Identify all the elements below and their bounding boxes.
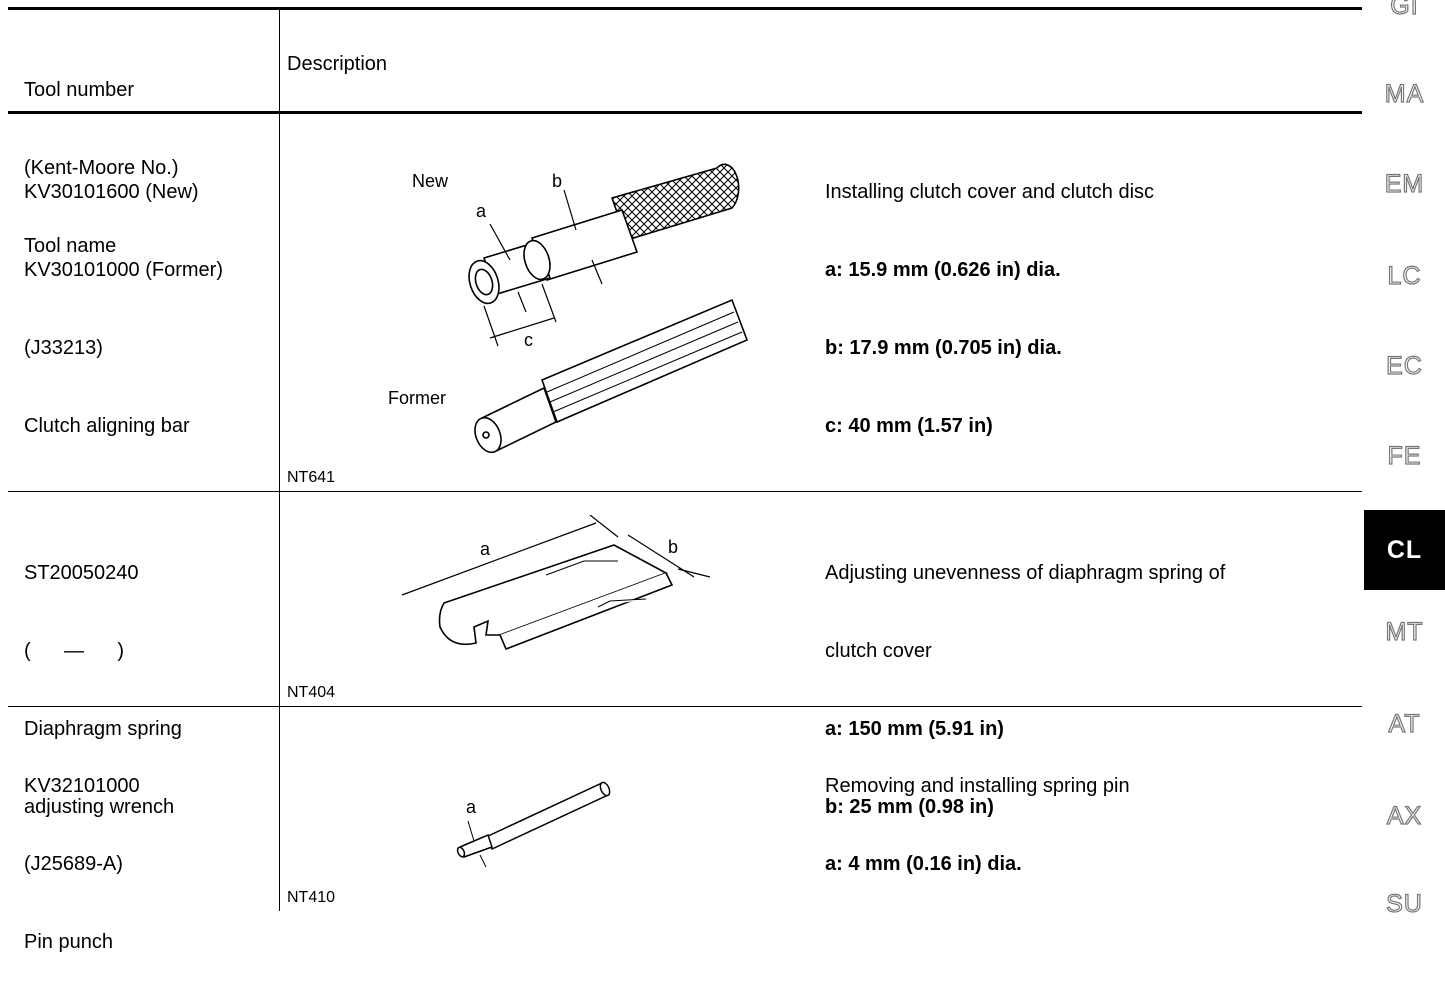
tool-cell: KV32101000 (J25689-A) Pin punch [24,721,140,1007]
label-b: b [668,537,678,557]
image-code: NT641 [287,469,336,486]
tool-name: Pin punch [24,931,113,953]
header-bottom-rule [8,111,1362,114]
tool-cell: ST20050240 ( — ) Diaphragm spring adjust… [24,508,182,872]
spec-line: c: 40 mm (1.57 in) [825,415,993,437]
label-b: b [552,171,562,191]
special-tools-table: Tool number (Kent-Moore No.) Tool name D… [8,0,1362,953]
tab-fe[interactable]: FE [1387,441,1422,470]
spec-line: b: 25 mm (0.98 in) [825,796,994,818]
image-code: NT410 [287,889,336,906]
row-divider [8,706,1362,707]
tab-cl[interactable]: CL [1364,510,1445,590]
kent-moore-number: ( — ) [24,640,124,662]
label-new: New [412,171,449,191]
dimension-lines [467,820,487,868]
header-tool-col: Tool number (Kent-Moore No.) Tool name [24,25,179,311]
dimension-lines [483,189,603,347]
tool-number: KV30101000 (Former) [24,259,223,281]
tab-gi[interactable]: GI [1390,0,1419,21]
description-text: Adjusting unevenness of diaphragm spring… [825,562,1226,584]
section-tabs: GI MA EM LC EC FE CL MT AT AX SU [1364,0,1445,919]
description-cell: Adjusting unevenness of diaphragm spring… [825,508,1225,872]
row-divider [8,491,1362,492]
tool-cell: KV30101600 (New) KV30101000 (Former) (J3… [24,127,223,491]
label-former: Former [388,388,446,408]
label-a: a [476,201,487,221]
tool-name: Diaphragm spring [24,718,182,740]
tool-name: adjusting wrench [24,796,175,818]
tab-lc[interactable]: LC [1387,261,1422,290]
punch-shape [456,781,611,858]
new-bar-shape [468,163,740,305]
tool-number: ST20050240 [24,562,139,584]
label-c: c [524,330,533,350]
image-code: NT404 [287,684,336,701]
spec-line: a: 150 mm (5.91 in) [825,718,1004,740]
diaphragm-spring-wrench-illustration: a b [401,515,711,651]
table-top-rule [8,7,1362,10]
tab-ma[interactable]: MA [1384,79,1425,108]
tab-ax[interactable]: AX [1386,801,1423,830]
tool-number: KV30101600 (New) [24,181,199,203]
spec-line: a: 15.9 mm (0.626 in) dia. [825,259,1061,281]
tab-su[interactable]: SU [1386,889,1423,918]
spec-line: a: 4 mm (0.16 in) dia. [825,853,1022,875]
dimension-lines [401,515,711,596]
label-a: a [466,797,477,817]
kent-moore-number: (J25689-A) [24,853,123,875]
description-cell: Removing and installing spring pin a: 4 … [825,721,1130,929]
tool-name: Clutch aligning bar [24,415,190,437]
label-a: a [480,539,491,559]
tool-number: KV32101000 [24,775,140,797]
clutch-aligning-bar-illustration: New b a c Former [388,163,749,454]
tab-mt[interactable]: MT [1385,617,1424,646]
description-cell: Installing clutch cover and clutch disc … [825,127,1154,491]
header-tool-line: (Kent-Moore No.) [24,157,179,179]
tab-ec[interactable]: EC [1386,351,1423,380]
spec-line: b: 17.9 mm (0.705 in) dia. [825,337,1062,359]
tab-em[interactable]: EM [1384,169,1425,198]
header-tool-line: Tool number [24,79,135,101]
header-desc-col: Description [287,53,388,75]
description-text: Installing clutch cover and clutch disc [825,181,1155,203]
header-tool-line: Tool name [24,235,117,257]
description-text: clutch cover [825,640,932,662]
column-divider [279,8,280,911]
tab-at[interactable]: AT [1388,709,1421,738]
description-text: Removing and installing spring pin [825,775,1130,797]
wrench-shape [438,544,674,651]
former-bar-shape [474,298,749,454]
kent-moore-number: (J33213) [24,337,103,359]
pin-punch-illustration: a [456,781,611,868]
